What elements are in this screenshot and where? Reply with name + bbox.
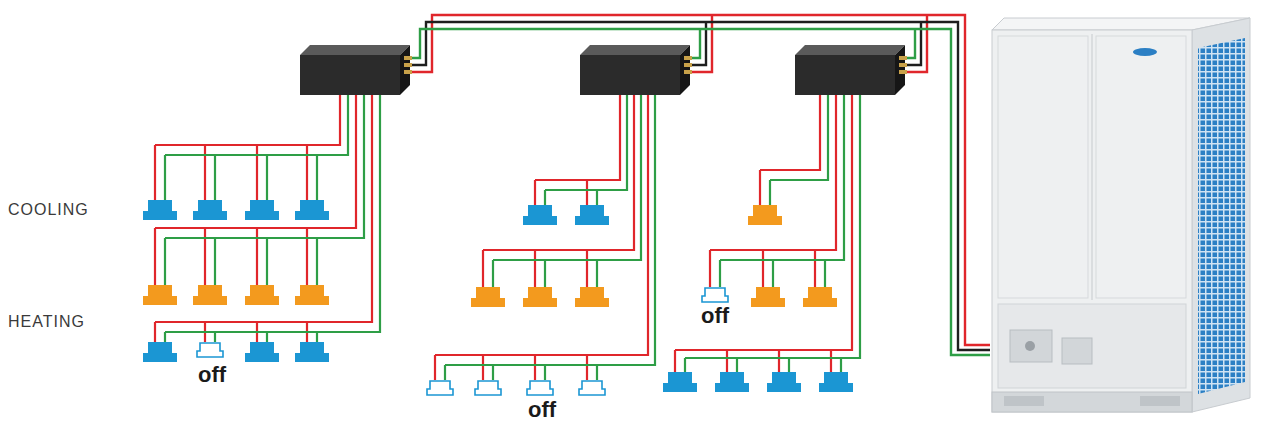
cooling-unit <box>575 205 609 225</box>
branch-pipe <box>165 95 348 200</box>
box-top <box>795 45 905 55</box>
branch-pipe <box>445 95 655 380</box>
mode-box <box>300 45 412 95</box>
service-port <box>1010 330 1052 362</box>
unit-side <box>1192 18 1250 412</box>
heating-unit <box>143 285 177 305</box>
box-top <box>580 45 690 55</box>
cooling-unit <box>715 372 749 392</box>
panel-seam <box>1091 34 1092 300</box>
heating-unit <box>245 285 279 305</box>
cooling-unit <box>245 342 279 362</box>
pipe-fitting <box>684 56 692 60</box>
heating-unit <box>193 285 227 305</box>
panel <box>998 36 1088 298</box>
mode-box <box>580 45 692 95</box>
branch-pipe <box>710 95 836 287</box>
branch-pipe <box>675 95 852 372</box>
indoor-units <box>143 200 853 395</box>
service-panel <box>998 304 1186 388</box>
discharge-pipe <box>410 22 990 350</box>
mode-box <box>795 45 907 95</box>
off-unit <box>427 381 453 395</box>
mode-label: COOLING <box>8 202 89 218</box>
cooling-unit <box>523 205 557 225</box>
branch-pipe <box>720 95 844 287</box>
branch-pipe <box>155 95 340 200</box>
cooling-unit <box>295 342 329 362</box>
heating-unit <box>471 287 505 307</box>
off-unit <box>475 381 501 395</box>
branch-pipe <box>545 95 627 205</box>
branch-pipe <box>535 95 620 205</box>
unit-base <box>992 392 1192 412</box>
off-unit <box>527 381 553 395</box>
unit-front <box>992 30 1192 412</box>
pipe-fitting <box>684 70 692 74</box>
heating-unit <box>523 287 557 307</box>
branch-pipe <box>165 95 364 285</box>
cooling-unit <box>143 200 177 220</box>
box-top <box>300 45 410 55</box>
panel <box>1096 36 1186 298</box>
suction-pipe <box>410 29 990 355</box>
box-front <box>300 55 400 95</box>
off-unit <box>579 381 605 395</box>
pipe-fitting <box>404 70 412 74</box>
branch-pipe <box>155 95 356 285</box>
box-front <box>795 55 895 95</box>
coil <box>1198 38 1245 394</box>
service-port <box>1062 338 1092 364</box>
status-label: off <box>528 399 556 421</box>
status-label: off <box>701 305 729 327</box>
off-unit <box>197 343 223 357</box>
heating-unit <box>575 287 609 307</box>
base-slot <box>1140 396 1180 406</box>
heating-unit <box>295 285 329 305</box>
branch-pipe <box>435 95 648 380</box>
cooling-unit <box>767 372 801 392</box>
status-label: off <box>198 364 226 386</box>
branch-pipe <box>483 95 634 287</box>
pipe-fitting <box>404 63 412 67</box>
pipe-fitting <box>899 63 907 67</box>
main-pipes <box>410 15 990 355</box>
cooling-unit <box>193 200 227 220</box>
cooling-unit <box>143 342 177 362</box>
branch-pipe <box>685 95 860 372</box>
heating-unit <box>748 205 782 225</box>
mode-label: HEATING <box>8 314 85 330</box>
branch-pipes <box>155 95 860 380</box>
branch-pipe <box>155 95 372 342</box>
outdoor-unit <box>992 18 1250 412</box>
cooling-unit <box>245 200 279 220</box>
pipe-fitting <box>899 70 907 74</box>
branch-pipe <box>493 95 641 287</box>
cooling-unit <box>295 200 329 220</box>
branch-pipe <box>770 95 828 205</box>
logo <box>1133 48 1157 56</box>
pipe-fitting <box>684 63 692 67</box>
off-unit <box>702 288 728 302</box>
heating-unit <box>803 287 837 307</box>
base-slot <box>1004 396 1044 406</box>
cooling-unit <box>819 372 853 392</box>
pipe-fitting <box>404 56 412 60</box>
heating-unit <box>751 287 785 307</box>
cooling-unit <box>663 372 697 392</box>
branch-pipe <box>165 95 380 342</box>
valve <box>1025 341 1035 351</box>
pipe-fitting <box>899 56 907 60</box>
box-front <box>580 55 680 95</box>
